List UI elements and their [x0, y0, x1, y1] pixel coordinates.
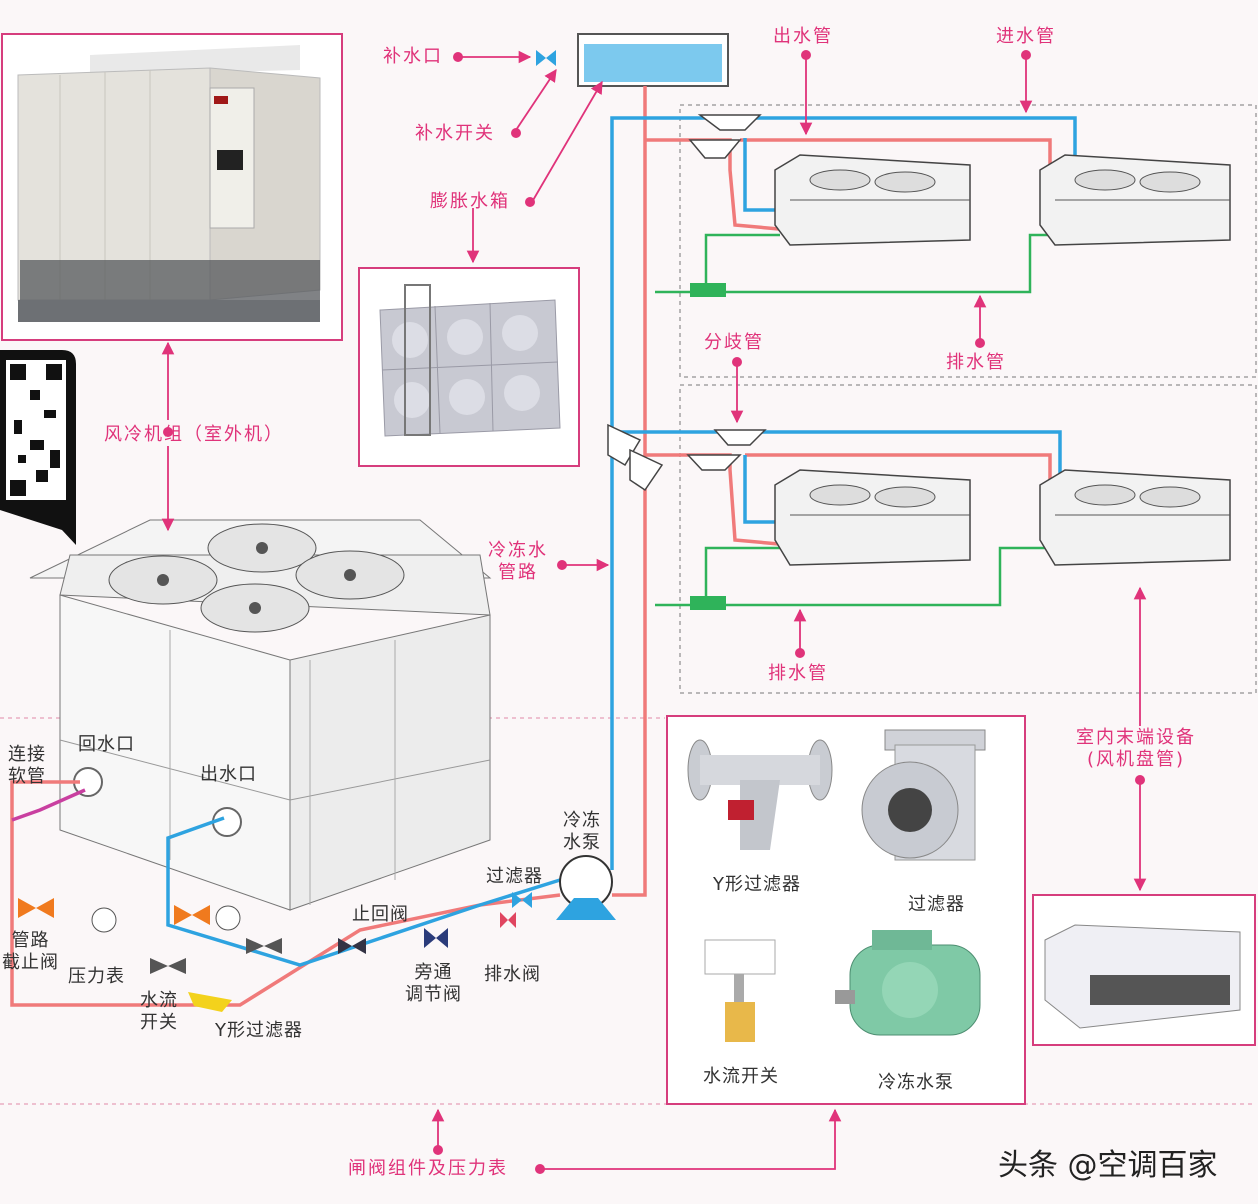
fan-coil-unit — [774, 154, 971, 246]
indoor-zone-lower — [679, 384, 1257, 694]
label-air-cooled-unit: 风冷机组（室外机） — [104, 424, 284, 445]
label-chilled-water-pump: 冷冻 水泵 — [563, 810, 601, 853]
label-pipe-stop-valve: 管路 截止阀 — [2, 930, 59, 973]
connection-hose — [11, 788, 86, 822]
label-expansion-tank: 膨胀水箱 — [430, 191, 510, 212]
leader-lines — [161, 50, 1147, 1170]
label-bypass-valve: 旁通 调节阀 — [405, 962, 462, 1005]
watermark: 头条 @空调百家 — [998, 1148, 1218, 1183]
expansion-tank-water — [584, 44, 722, 82]
expansion-tank-photo — [379, 284, 561, 437]
chilled-water-pump — [556, 855, 616, 920]
indoor-zone-upper — [679, 104, 1257, 378]
label-strainer: 过滤器 — [486, 866, 543, 887]
label-valve-assembly: 闸阀组件及压力表 — [348, 1158, 508, 1179]
flow-switch-photo — [704, 939, 776, 1042]
label-drain-pipe-lower: 排水管 — [768, 663, 828, 684]
fan-coil-unit — [774, 469, 971, 566]
label-flow-switch: 水流 开关 — [140, 990, 178, 1033]
label-indoor-terminal: 室内末端设备 (风机盘管) — [1076, 727, 1196, 770]
label-return-pipe: 进水管 — [996, 26, 1056, 47]
y-strainer-photo — [687, 739, 833, 850]
label-return-inlet: 回水口 — [78, 734, 135, 755]
label-branch-pipe: 分歧管 — [704, 332, 764, 353]
label-pressure-gauge: 压力表 — [68, 966, 125, 987]
label-connection-hose: 连接 软管 — [8, 744, 46, 787]
label-drain-valve: 排水阀 — [484, 964, 541, 985]
label-check-valve: 止回阀 — [352, 904, 409, 925]
fan-coil-unit — [1039, 469, 1231, 566]
label-y-strainer: Y形过滤器 — [215, 1020, 303, 1041]
drain-tee-lower — [690, 596, 726, 610]
drain-tee-upper — [690, 283, 726, 297]
caption-pump: 冷冻水泵 — [878, 1072, 954, 1093]
label-makeup-water-switch: 补水开关 — [415, 123, 495, 144]
label-chilled-water-piping: 冷冻水 管路 — [488, 540, 548, 583]
fan-coil-unit — [1039, 154, 1231, 246]
valve-symbols — [18, 50, 556, 1012]
drain-pipes — [655, 233, 1050, 607]
outdoor-unit-photo — [17, 45, 321, 322]
fan-coil-photo — [1044, 924, 1241, 1029]
branch-pipe-fitting — [607, 114, 767, 492]
caption-y-strainer: Y形过滤器 — [713, 874, 801, 895]
chilled-water-pump-photo — [835, 930, 981, 1036]
strainer-photo — [861, 729, 986, 861]
caption-flow-switch: 水流开关 — [703, 1066, 779, 1087]
label-supply-outlet: 出水口 — [200, 764, 257, 785]
label-makeup-water-inlet: 补水口 — [383, 46, 443, 67]
label-drain-pipe-upper: 排水管 — [946, 352, 1006, 373]
leader-dots — [163, 50, 1145, 1174]
label-supply-pipe: 出水管 — [773, 26, 833, 47]
caption-strainer: 过滤器 — [908, 894, 965, 915]
chiller-unit-drawing — [29, 519, 492, 911]
qr-code — [0, 350, 76, 545]
